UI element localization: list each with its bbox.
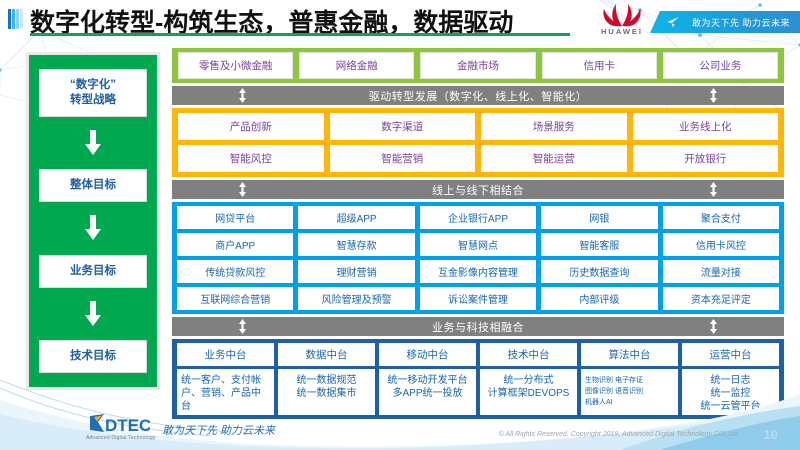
business-goal-cell-0-2[interactable]: 企业银行APP [419,206,537,229]
connector-label-2: 线上与线下相结合 [432,184,524,197]
strategy-item-1[interactable]: 整体目标 [39,169,147,203]
connector-label-3: 业务与科技相融合 [432,321,524,334]
strategy-column: “数字化”转型战略 整体目标 业务目标 技术目标 [26,52,160,390]
connector-bar-3: 业务与科技相融合 [172,317,784,336]
business-goal-cell-3-3[interactable]: 内部评级 [541,287,658,310]
double-arrow-icon [239,88,246,103]
huawei-wordmark: HUAWEI [601,27,643,36]
business-goal-cell-2-1[interactable]: 理财营销 [298,260,415,283]
paper-plane-icon [667,16,679,28]
banner-slogan-text: 敢为天下先 助力云未来 [692,17,791,28]
arrow-down-icon [85,130,101,156]
overall-goal-cell-0-0[interactable]: 产品创新 [178,113,324,140]
overall-goal-cell-1-1[interactable]: 智能营销 [329,145,475,172]
tech-goals-grid: 业务中台统一客户、支付帐户、营销、产品中台数据中台统一数据规范统一数据集市移动中… [177,343,779,415]
business-goal-cell-1-3[interactable]: 智能客服 [541,233,658,256]
strategy-item-0[interactable]: “数字化”转型战略 [39,69,147,117]
double-arrow-icon [710,182,717,197]
huawei-logo: HUAWEI [592,2,652,40]
slide-header: 数字化转型-构筑生态，普惠金融，数据驱动 HUAWEI 敢为天下先 助力云未来 [0,0,800,42]
connector-bar-2: 线上与线下相结合 [172,180,784,199]
business-goal-cell-3-0[interactable]: 互联网综合营销 [177,287,294,310]
dtec-logo: DTEC 敢为天下先 助力云未来 [88,412,275,438]
slide-footer: DTEC 敢为天下先 助力云未来 Advanced Digital Techno… [0,396,800,450]
tech-goal-head-3[interactable]: 技术中台 [480,343,577,366]
overall-goal-cell-0-3[interactable]: 业务线上化 [632,113,778,140]
business-goal-cell-1-2[interactable]: 智慧网点 [419,233,537,256]
title-accent-bars-icon [8,9,26,29]
svg-text:DTEC: DTEC [105,416,150,435]
business-goal-cell-3-2[interactable]: 诉讼案件管理 [419,287,537,310]
business-line-cell-4[interactable]: 公司业务 [662,52,779,79]
tech-goal-head-1[interactable]: 数据中台 [278,343,375,366]
overall-goal-cell-1-3[interactable]: 开放银行 [632,145,778,172]
content-stack: 零售及小微金融网络金融金融市场信用卡公司业务 驱动转型发展（数字化、线上化、智能… [172,48,784,419]
tech-goal-head-5[interactable]: 运营中台 [682,343,779,366]
page-number: 10 [763,427,778,442]
overall-goals-row: 智能风控智能营销智能运营开放银行 [178,145,778,172]
title-underline [30,33,570,36]
double-arrow-icon [710,319,717,334]
huawei-slogan-banner: 敢为天下先 助力云未来 [650,11,800,33]
business-line-cell-1[interactable]: 网络金融 [299,52,415,79]
double-arrow-icon [239,319,246,334]
overall-goal-cell-1-2[interactable]: 智能运营 [481,145,627,172]
page-title: 数字化转型-构筑生态，普惠金融，数据驱动 [30,9,514,37]
business-line-cell-2[interactable]: 金融市场 [420,52,536,79]
tech-goal-head-2[interactable]: 移动中台 [379,343,476,366]
business-goal-cell-1-1[interactable]: 智慧存款 [298,233,415,256]
dtec-logo-subtitle: Advanced Digital Technology [86,435,156,441]
overall-goal-cell-0-2[interactable]: 场景服务 [481,113,627,140]
dtec-logo-icon: DTEC [90,414,150,435]
business-lines-band: 零售及小微金融网络金融金融市场信用卡公司业务 [172,48,784,83]
overall-goal-cell-0-1[interactable]: 数字渠道 [329,113,475,140]
business-line-cell-3[interactable]: 信用卡 [541,52,657,79]
business-goal-cell-2-3[interactable]: 历史数据查询 [541,260,658,283]
tech-goal-head-0[interactable]: 业务中台 [177,343,274,366]
tech-goal-column-1: 数据中台统一数据规范统一数据集市 [278,343,375,415]
double-arrow-icon [710,88,717,103]
overall-goal-cell-1-0[interactable]: 智能风控 [178,145,324,172]
business-goal-cell-3-4[interactable]: 资本充足评定 [662,287,780,310]
strategy-item-3[interactable]: 技术目标 [39,339,147,373]
copyright-text: © All Rights Reserved. Copyright 2019, A… [498,431,738,438]
business-goal-cell-0-4[interactable]: 聚合支付 [662,206,780,229]
business-goal-cell-2-0[interactable]: 传统贷款风控 [177,260,294,283]
business-goal-cell-1-0[interactable]: 商户APP [177,233,294,256]
business-goal-cell-2-2[interactable]: 互金影像内容管理 [419,260,537,283]
business-goals-row: 互联网综合营销风险管理及预警诉讼案件管理内部评级资本充足评定 [177,287,780,310]
business-goal-cell-3-1[interactable]: 风险管理及预警 [298,287,415,310]
arrow-down-icon [85,300,101,326]
dtec-slogan: 敢为天下先 助力云未来 [162,425,276,437]
overall-goals-band: 产品创新数字渠道场景服务业务线上化智能风控智能营销智能运营开放银行 [172,108,784,177]
business-goal-cell-0-3[interactable]: 网银 [541,206,658,229]
strategy-item-2[interactable]: 业务目标 [39,254,147,288]
business-goal-cell-2-4[interactable]: 流量对接 [662,260,780,283]
business-goal-cell-0-1[interactable]: 超级APP [298,206,415,229]
tech-goal-head-4[interactable]: 算法中台 [581,343,678,366]
business-goal-cell-1-4[interactable]: 信用卡风控 [662,233,780,256]
business-goals-row: 传统贷款风控理财营销互金影像内容管理历史数据查询流量对接 [177,260,780,283]
overall-goals-row: 产品创新数字渠道场景服务业务线上化 [178,113,778,140]
business-line-cell-0[interactable]: 零售及小微金融 [178,52,294,79]
double-arrow-icon [239,182,246,197]
business-goal-cell-0-0[interactable]: 网贷平台 [177,206,294,229]
connector-label-1: 驱动转型发展（数字化、线上化、智能化） [368,90,588,103]
huawei-flower-icon [603,4,641,27]
connector-bar-1: 驱动转型发展（数字化、线上化、智能化） [172,86,784,105]
arrow-down-icon [85,215,101,241]
